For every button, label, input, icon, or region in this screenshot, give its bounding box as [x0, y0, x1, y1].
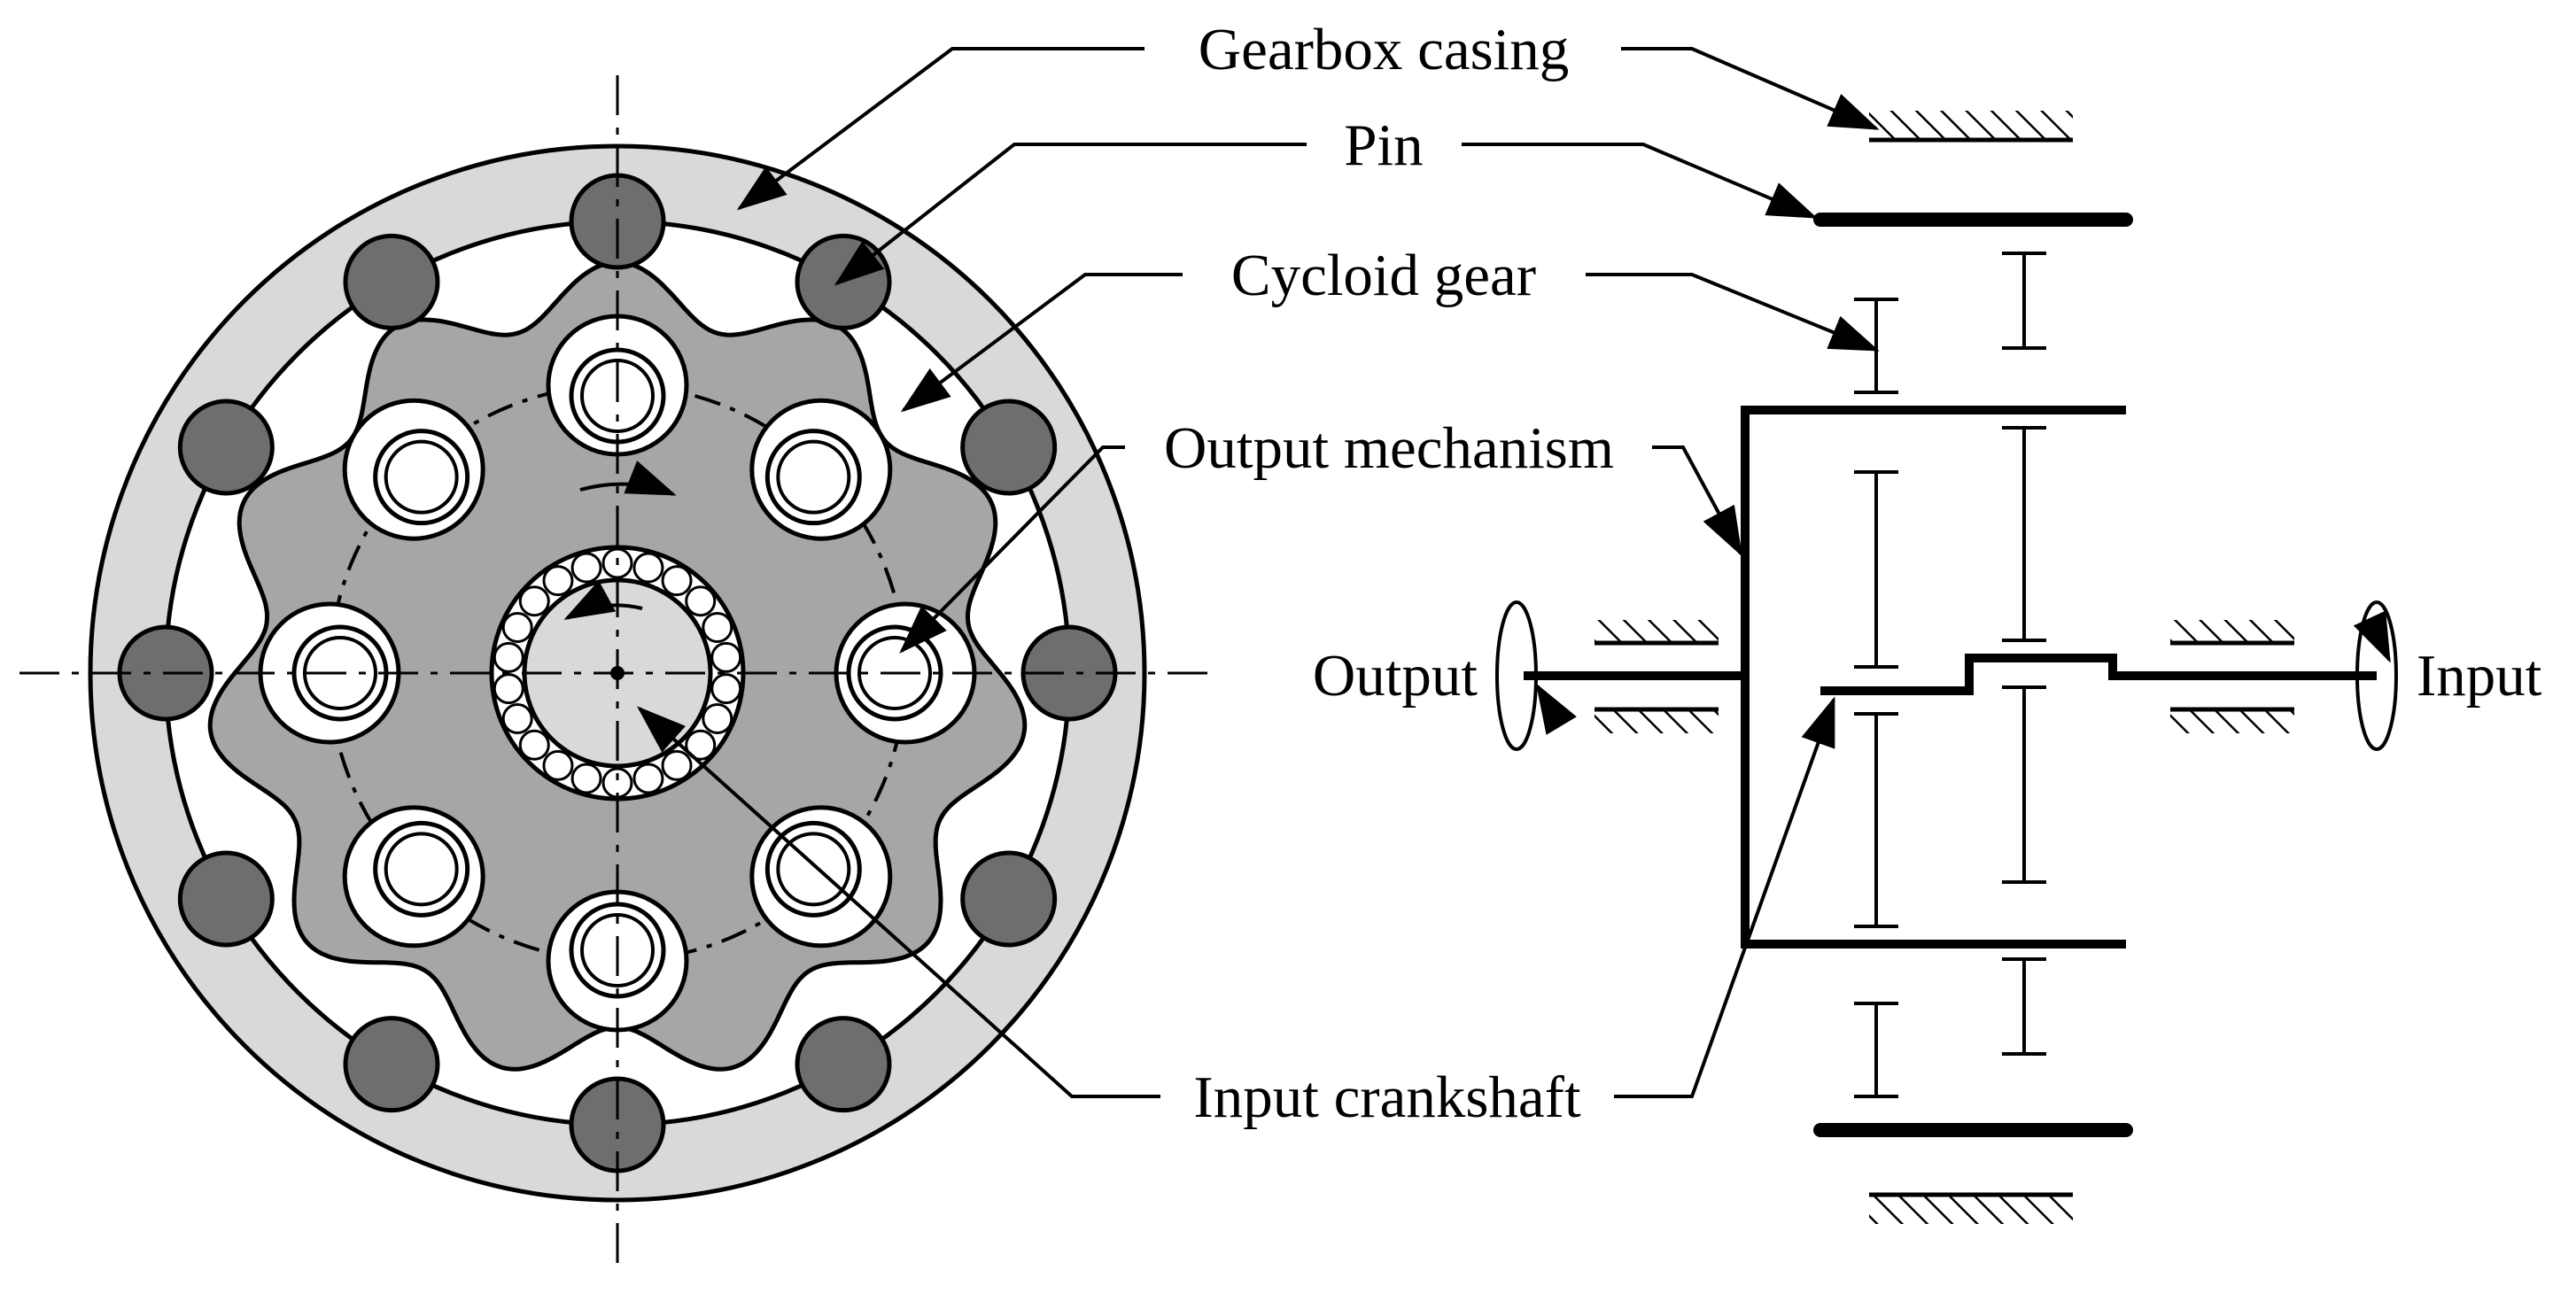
bearing-roller — [702, 611, 733, 643]
bearing-roller — [685, 729, 717, 761]
leader-input-crankshaft-right — [1614, 696, 1835, 1098]
bearing-roller — [570, 552, 602, 584]
casing-ground-bottom — [1869, 1196, 2073, 1224]
pin-roller — [795, 1016, 892, 1113]
cycloid-gear-2 — [2002, 252, 2046, 1056]
bearing-roller — [661, 565, 693, 597]
output-bearing-bottom — [1594, 710, 1719, 733]
output-bearing-top — [1594, 620, 1719, 643]
bearing-roller — [501, 611, 533, 643]
pin-roller — [960, 850, 1058, 948]
bearing-roller — [493, 673, 524, 705]
pin-roller — [177, 850, 275, 948]
label-pin: Pin — [1344, 112, 1423, 178]
leader-cycloid-gear — [900, 273, 1183, 413]
bearing-roller — [570, 763, 602, 794]
rotation-arrow-outer — [579, 461, 677, 496]
leader-pin-right — [1462, 143, 1818, 219]
leader-output-mechanism — [899, 445, 1125, 654]
output-hole — [342, 398, 485, 541]
input-bearing-bottom — [2170, 710, 2294, 733]
leader-gearbox-casing-right — [1621, 47, 1880, 130]
label-input-crankshaft: Input crankshaft — [1193, 1065, 1581, 1130]
cycloid-gear-1 — [1854, 298, 1898, 1098]
pin-roller — [343, 233, 440, 330]
leader-gearbox-casing — [736, 47, 1144, 211]
bearing-roller — [493, 641, 524, 673]
label-output: Output — [1313, 643, 1478, 709]
label-input: Input — [2417, 643, 2542, 709]
bearing-roller — [518, 729, 550, 761]
bearing-roller — [702, 703, 733, 735]
leader-pin — [834, 143, 1307, 286]
schematic-view — [1495, 111, 2398, 1224]
output-rotation-symbol — [1495, 600, 1538, 751]
bearing-roller — [710, 673, 742, 705]
bearing-roller — [710, 641, 742, 673]
input-bearing-top — [2170, 620, 2294, 643]
bearing-roller — [542, 565, 574, 597]
rotation-arrow-inner — [563, 580, 643, 620]
output-hole — [749, 398, 893, 541]
bearing-roller — [501, 703, 533, 735]
input-crankshaft-line — [1820, 654, 2377, 695]
bearing-roller — [632, 763, 664, 794]
center-dot — [610, 666, 625, 680]
pin-roller — [960, 399, 1058, 496]
bearing-rollers — [493, 547, 742, 799]
bearing-roller — [661, 749, 693, 781]
bearing-roller — [685, 585, 717, 617]
bearing-roller — [518, 585, 550, 617]
front-view — [19, 75, 1218, 1271]
label-output-mechanism: Output mechanism — [1164, 415, 1614, 481]
input-rotation-symbol — [2355, 600, 2398, 751]
pin-roller — [343, 1016, 440, 1113]
pin-roller — [177, 399, 275, 496]
leader-lines — [637, 47, 1880, 1098]
label-gearbox-casing: Gearbox casing — [1199, 17, 1570, 82]
bearing-roller — [632, 552, 664, 584]
bearing-roller — [542, 749, 574, 781]
output-hole — [342, 805, 485, 949]
labels: Gearbox casing Pin Cycloid gear Output m… — [1164, 17, 2542, 1130]
leader-cycloid-gear-right — [1586, 273, 1880, 352]
output-mechanism-frame — [1741, 406, 2126, 949]
leader-output-mechanism-right — [1652, 445, 1742, 557]
leader-input-crankshaft — [637, 706, 1160, 1098]
casing-ground-top — [1869, 111, 2073, 139]
label-cycloid-gear: Cycloid gear — [1231, 243, 1536, 308]
pin-roller — [795, 233, 892, 330]
